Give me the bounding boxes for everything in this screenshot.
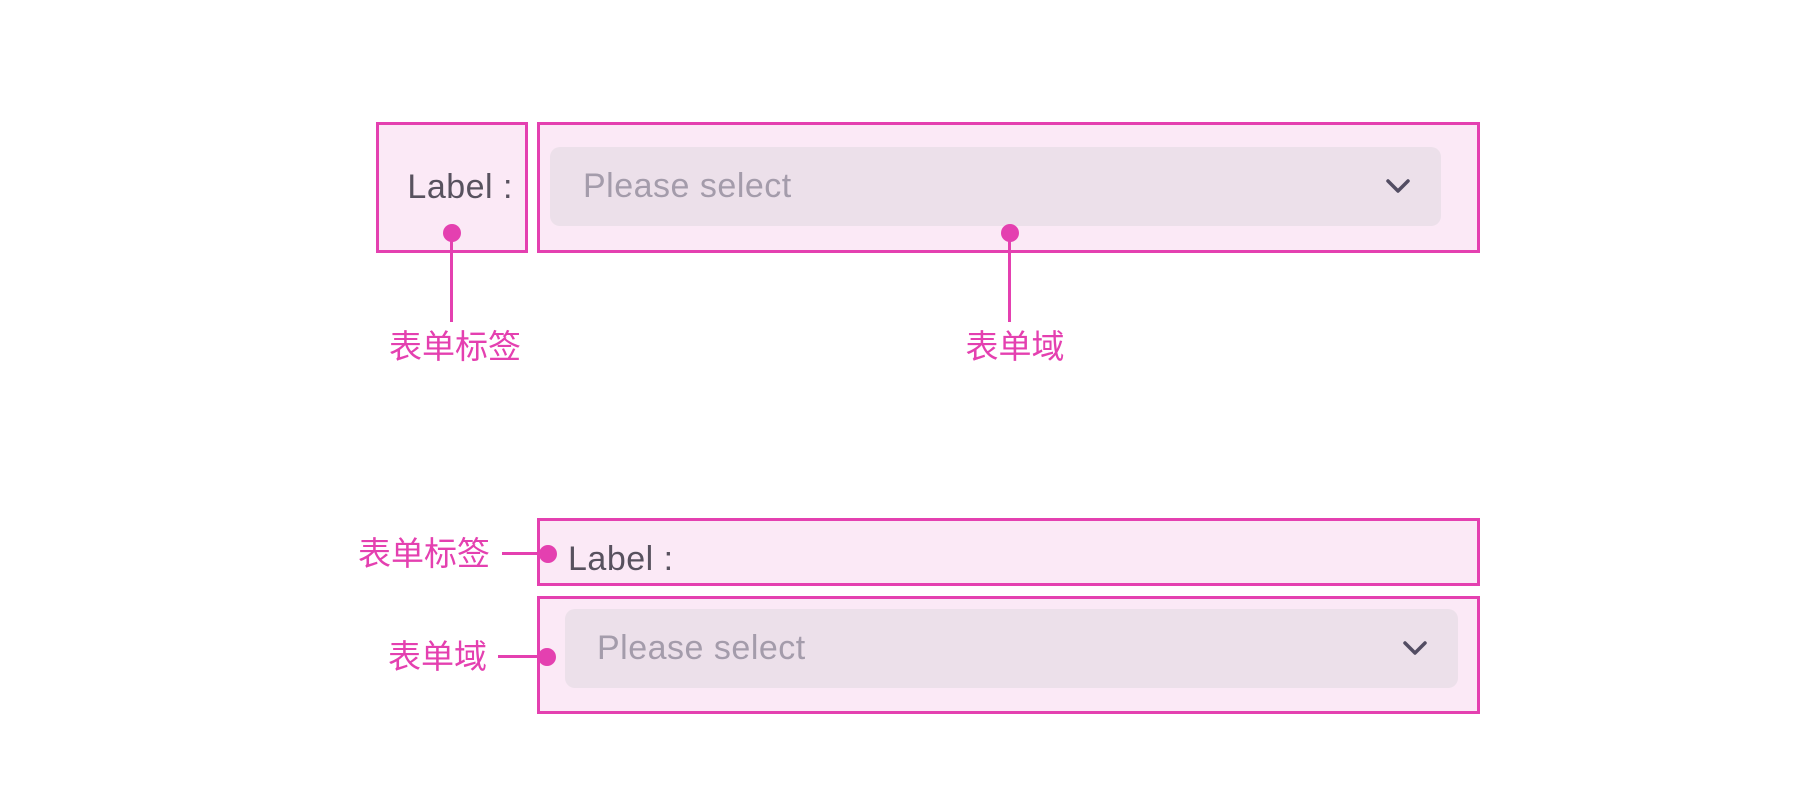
chevron-down-icon — [1385, 178, 1411, 196]
callout-dot-horizontal-label — [443, 224, 461, 242]
annotation-form-label: 表单标签 — [389, 328, 521, 365]
callout-line-horizontal-field — [1008, 233, 1011, 322]
callout-dot-vertical-field — [538, 648, 556, 666]
vertical-select[interactable]: Please select — [565, 609, 1458, 688]
horizontal-select[interactable]: Please select — [550, 147, 1441, 226]
callout-line-horizontal-label — [450, 233, 453, 322]
vertical-select-placeholder: Please select — [597, 629, 806, 667]
annotation-form-field: 表单域 — [388, 638, 487, 675]
chevron-down-icon — [1402, 640, 1428, 658]
callout-dot-horizontal-field — [1001, 224, 1019, 242]
vertical-form-label: Label : — [568, 540, 674, 578]
horizontal-form-label: Label : — [407, 168, 513, 206]
callout-line-vertical-field — [498, 655, 542, 658]
callout-line-vertical-label — [502, 552, 543, 555]
vertical-label-spec-box: Label : — [537, 518, 1480, 586]
horizontal-select-placeholder: Please select — [583, 167, 792, 205]
annotation-form-label: 表单标签 — [358, 535, 490, 572]
vertical-field-spec-box: Please select — [537, 596, 1480, 714]
callout-dot-vertical-label — [539, 545, 557, 563]
annotation-form-field: 表单域 — [965, 328, 1065, 365]
